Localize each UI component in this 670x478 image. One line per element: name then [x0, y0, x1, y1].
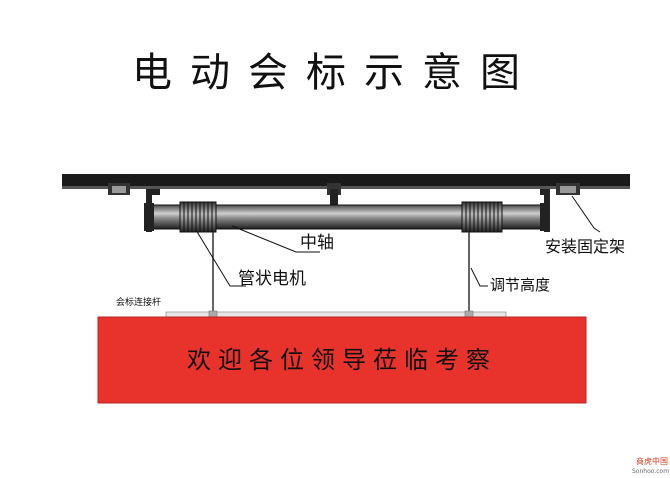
watermark-logo-text: 商虎中国	[636, 456, 668, 466]
bracket-middle	[330, 189, 338, 213]
leader-height-adjust	[470, 267, 488, 287]
ceiling-beam	[62, 174, 630, 186]
label-banner-connecting-rod: 会标连接杆	[116, 296, 161, 308]
label-height-adjust: 调节高度	[490, 276, 550, 294]
leader-middle-shaft	[231, 225, 320, 253]
diagram-title: 电动会标示意图	[132, 50, 538, 96]
red-banner	[97, 316, 587, 404]
label-middle-shaft: 中轴	[300, 233, 334, 253]
label-mounting-bracket: 安装固定架	[545, 237, 625, 256]
label-tubular-motor: 管状电机	[238, 269, 306, 289]
mounting-clamp-right	[556, 183, 580, 195]
leader-tubular-motor	[195, 229, 246, 287]
mounting-clamp-left	[108, 183, 130, 195]
motor-coil-left	[179, 201, 217, 233]
watermark-url-text: Sonhoo.com	[632, 468, 669, 475]
motor-coil-right	[461, 201, 503, 233]
banner-slogan: 欢迎各位领导莅临考察	[187, 346, 497, 374]
leader-mounting-bracket	[571, 195, 601, 233]
